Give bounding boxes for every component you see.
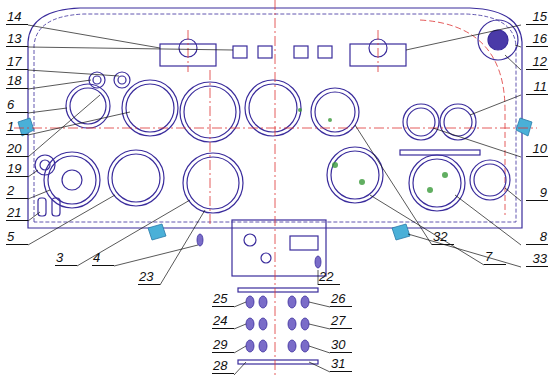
- callout-number: 3: [55, 251, 77, 266]
- callout-number: 33: [526, 252, 548, 267]
- callout-number: 2: [6, 184, 28, 199]
- callout-number: 7: [484, 250, 506, 265]
- callout-number: 8: [526, 230, 548, 245]
- callout-number: 6: [6, 98, 28, 113]
- callout-number: 16: [526, 32, 548, 47]
- callout-number: 12: [526, 55, 548, 70]
- callout-number: 27: [330, 314, 352, 329]
- callout-number: 19: [6, 162, 28, 177]
- callout-number: 28: [212, 359, 234, 374]
- callout-number: 32: [432, 230, 454, 245]
- callout-number: 30: [330, 338, 352, 353]
- callout-number: 29: [212, 338, 234, 353]
- callout-number: 25: [212, 292, 234, 307]
- callout-number: 24: [212, 314, 234, 329]
- callout-number: 22: [318, 270, 340, 285]
- callout-number: 17: [6, 55, 28, 70]
- callout-number: 23: [138, 270, 160, 285]
- callout-number: 15: [526, 10, 548, 25]
- callout-number: 10: [526, 142, 548, 157]
- callout-number: 9: [526, 186, 548, 201]
- callout-number: 20: [6, 142, 28, 157]
- callout-number: 5: [6, 230, 28, 245]
- callout-number: 4: [92, 251, 114, 266]
- callout-number: 31: [330, 357, 352, 372]
- callout-number: 21: [6, 206, 28, 221]
- callout-number: 18: [6, 74, 28, 89]
- callout-number: 13: [6, 32, 28, 47]
- callout-number: 26: [330, 292, 352, 307]
- callout-number: 1: [6, 120, 28, 135]
- callout-number: 14: [6, 10, 28, 25]
- callout-number: 11: [526, 80, 548, 95]
